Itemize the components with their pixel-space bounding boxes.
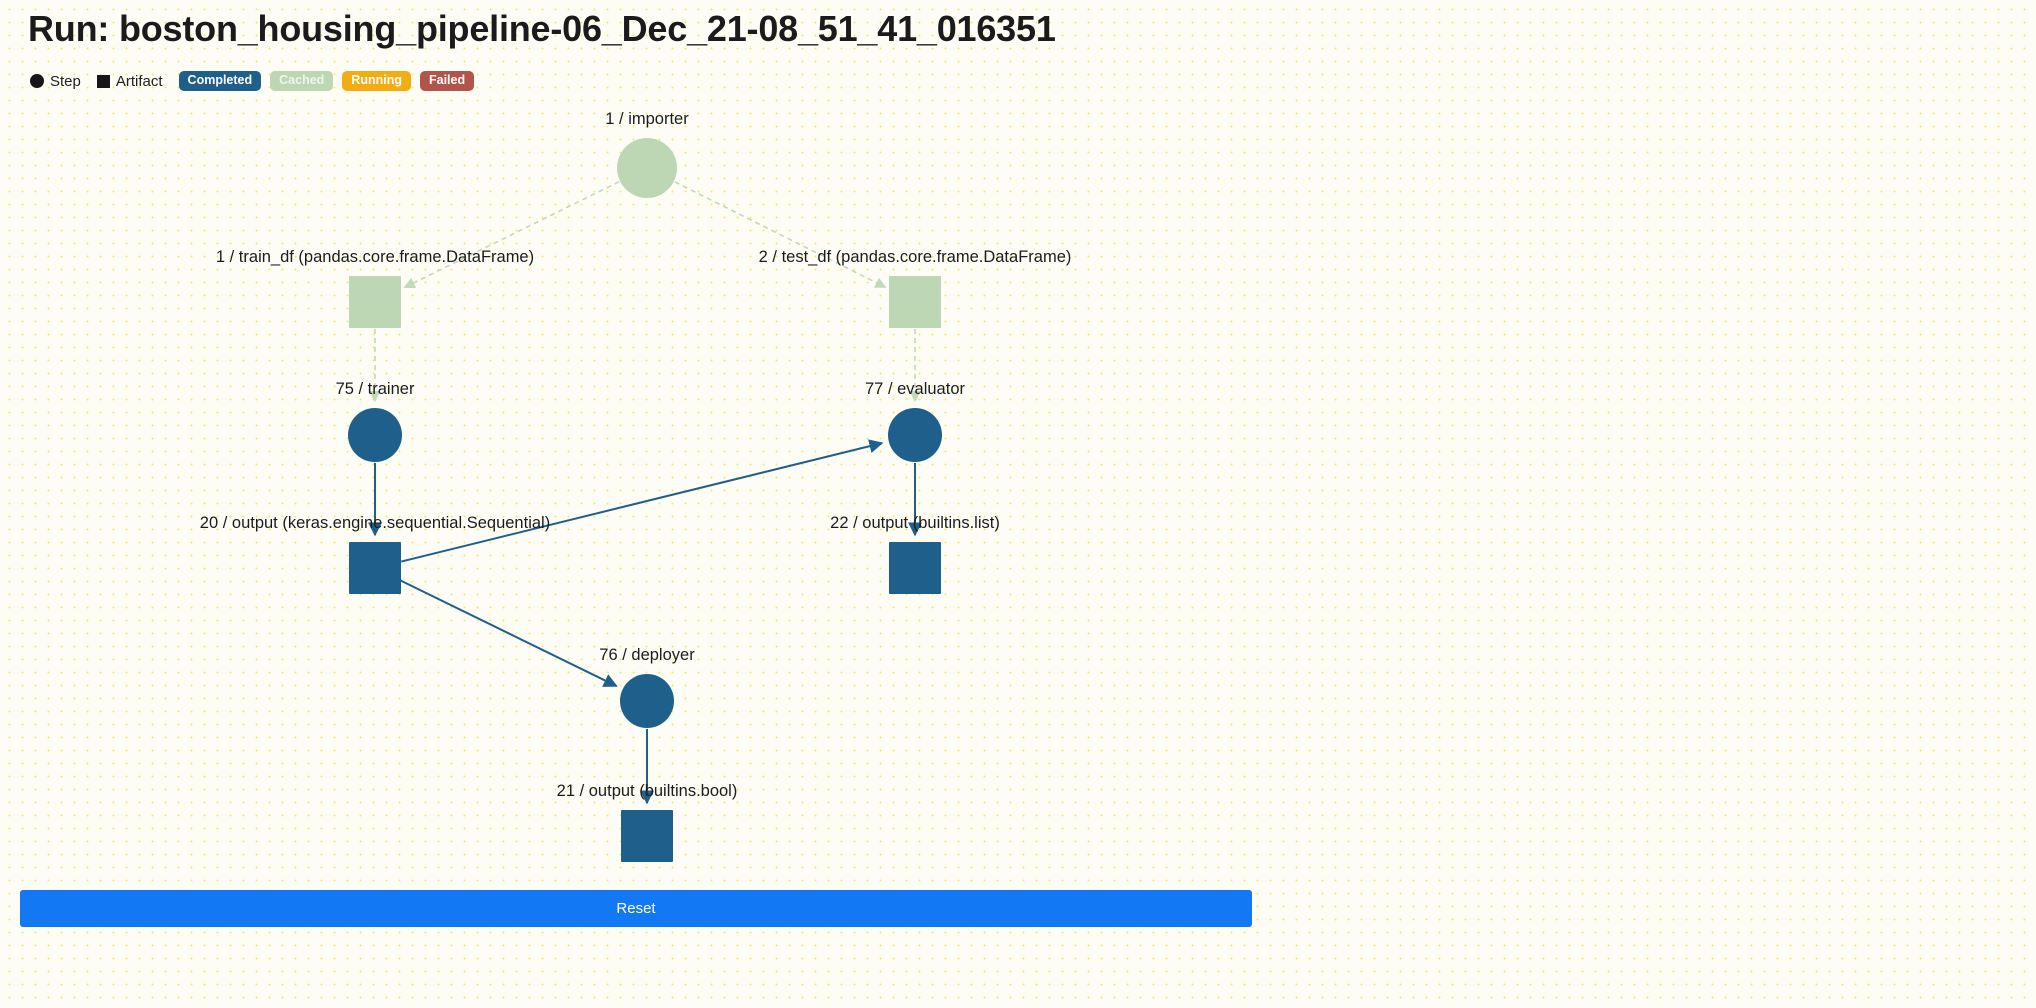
reset-button[interactable]: Reset [20,890,1252,927]
status-badge-running: Running [342,71,411,91]
status-badge-failed: Failed [419,71,475,91]
status-badge-cached: Cached [270,71,334,91]
page-title: Run: boston_housing_pipeline-06_Dec_21-0… [28,8,1056,49]
status-badge-completed: Completed [178,71,262,91]
graph-node-train_df[interactable] [349,276,401,328]
legend-artifact: Artifact [96,72,163,90]
legend: Step Artifact Completed Cached Running F… [30,70,483,92]
graph-node-importer[interactable] [617,138,677,198]
graph-node-trainer[interactable] [348,408,402,462]
graph-node-output22[interactable] [889,542,941,594]
graph-edge [398,578,618,687]
graph-edges [368,180,922,805]
graph-node-deployer[interactable] [620,674,674,728]
graph-edge [674,181,887,288]
graph-node-output21[interactable] [621,810,673,862]
graph-edge [400,439,884,563]
artifact-square-icon [96,74,110,88]
graph-node-test_df[interactable] [889,276,941,328]
graph-node-output20[interactable] [349,542,401,594]
legend-artifact-label: Artifact [115,72,163,90]
graph-node-evaluator[interactable] [888,408,942,462]
graph-edge [403,180,620,289]
legend-step-label: Step [50,72,81,90]
step-circle-icon [30,74,44,88]
legend-step: Step [30,73,81,90]
